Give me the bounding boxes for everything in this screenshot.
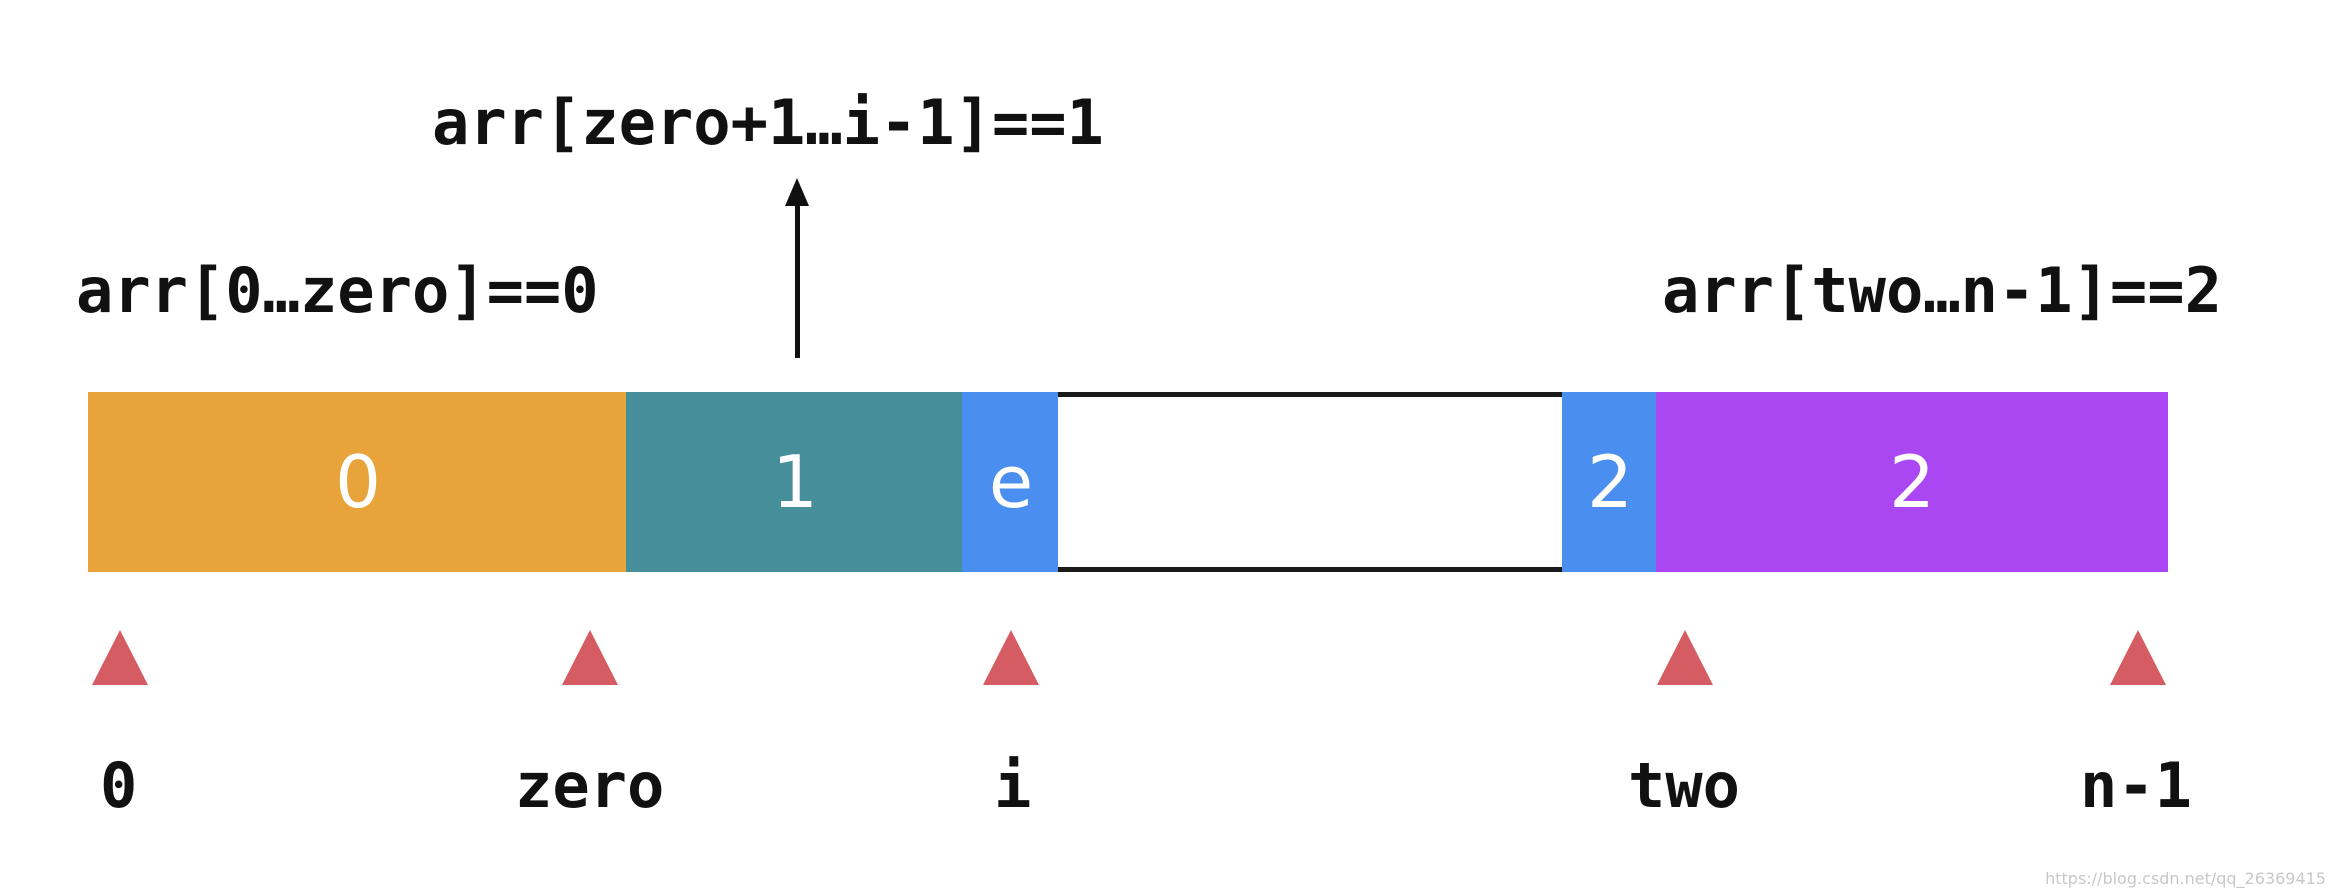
annotation-middle-region: arr[zero+1…i-1]==1 [432,86,1104,159]
marker-two-triangle-icon [1657,630,1713,685]
up-arrow-shaft [795,200,800,358]
index-label-end: n-1 [2080,749,2192,822]
index-label-zero: zero [515,749,665,822]
segment-unprocessed [1058,392,1564,572]
watermark-text: https://blog.csdn.net/qq_26369415 [2045,869,2326,888]
marker-i-triangle-icon [983,630,1039,685]
segment-two-boundary: 2 [1562,392,1658,572]
segment-zeros: 0 [88,392,628,572]
index-label-two: two [1628,749,1740,822]
segment-ones: 1 [626,392,964,572]
annotation-right-region: arr[two…n-1]==2 [1662,254,2222,327]
index-label-i: i [994,749,1032,822]
segment-twos-label: 2 [1889,440,1935,524]
marker-end-triangle-icon [2110,630,2166,685]
segment-ones-label: 1 [772,440,818,524]
segment-zeros-label: 0 [335,440,381,524]
segment-current-label: e [988,440,1034,524]
segment-current-element: e [962,392,1060,572]
marker-zero-triangle-icon [562,630,618,685]
marker-start-triangle-icon [92,630,148,685]
index-label-start: 0 [100,749,138,822]
segment-twos: 2 [1656,392,2168,572]
annotation-left-region: arr[0…zero]==0 [76,254,599,327]
segment-two-boundary-label: 2 [1587,440,1633,524]
